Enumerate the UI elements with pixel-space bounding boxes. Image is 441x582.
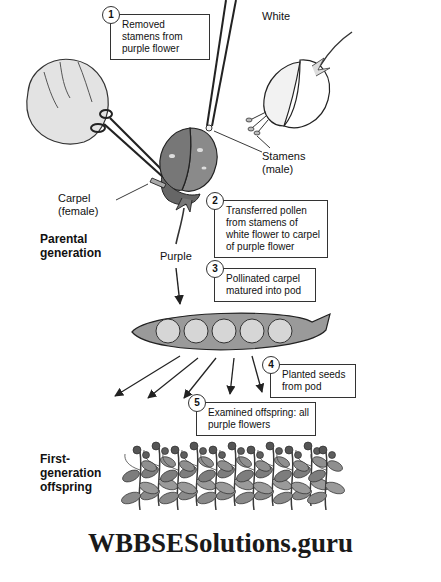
- purple-flower: [150, 128, 217, 244]
- part-label: Carpel (female): [58, 192, 114, 218]
- pea-pod: [212, 319, 236, 343]
- flow-arrow: [230, 358, 234, 394]
- pea-pod: [132, 313, 330, 350]
- part-label: Purple: [160, 250, 204, 263]
- step-box: 1Removed stamens from purple flower: [110, 14, 210, 60]
- white-flower: [320, 32, 352, 66]
- step-text: Examined offspring: all purple flowers: [208, 407, 310, 431]
- pea-plants: [306, 446, 346, 510]
- white-flower: [248, 127, 254, 131]
- flow-arrow: [252, 356, 262, 392]
- step-box: 3Pollinated carpel matured into pod: [214, 268, 316, 302]
- leader-line: [214, 131, 262, 152]
- pea-pod: [184, 319, 208, 343]
- generation-label: First-generation offspring: [40, 452, 112, 494]
- watermark: WBBSESolutions.guru: [0, 527, 441, 559]
- hand-with-scissors: [110, 118, 165, 173]
- purple-flower: [150, 178, 166, 188]
- white-flower: [254, 131, 260, 135]
- white-flower: [246, 32, 352, 135]
- flow-arrow: [184, 358, 216, 398]
- pea-plants: [234, 446, 274, 510]
- flow-arrow: [148, 358, 198, 398]
- step-text: Pollinated carpel matured into pod: [226, 273, 310, 297]
- pea-plants: [120, 446, 160, 510]
- step-text: Transferred pollen from stamens of white…: [226, 205, 322, 253]
- pea-pod: [156, 319, 180, 343]
- callout-number: 5: [188, 394, 206, 412]
- callout-number: 2: [206, 192, 224, 210]
- purple-flower: [202, 166, 207, 169]
- purple-flower: [197, 148, 203, 152]
- step-box: 2Transferred pollen from stamens of whit…: [214, 200, 328, 258]
- pea-pod: [240, 319, 264, 343]
- callout-number: 1: [102, 6, 120, 24]
- step-text: Planted seeds from pod: [282, 369, 350, 393]
- pea-pod: [268, 319, 292, 343]
- hand-with-scissors: [27, 59, 108, 144]
- flow-arrow: [115, 356, 262, 398]
- pea-plants: [120, 442, 346, 510]
- generation-label: Parental generation: [40, 232, 122, 260]
- hand-with-scissors: [27, 59, 165, 177]
- pea-plants: [158, 446, 198, 510]
- leader-line: [116, 184, 148, 200]
- callout-number: 3: [206, 260, 224, 278]
- forceps: [212, 0, 236, 126]
- part-label: Stamens (male): [262, 150, 318, 176]
- purple-flower: [176, 208, 184, 244]
- hand-with-scissors: [44, 62, 92, 108]
- white-flower: [312, 58, 330, 76]
- pea-pod: [132, 313, 330, 350]
- step-box: 5Examined offspring: all purple flowers: [196, 402, 316, 436]
- hand-with-scissors: [91, 124, 105, 132]
- flow-arrow: [176, 268, 180, 304]
- forceps: [206, 0, 236, 131]
- part-label: White: [262, 10, 312, 23]
- flow-arrow: [176, 268, 180, 304]
- leader-line: [257, 136, 270, 148]
- flow-arrow: [115, 356, 180, 396]
- hand-with-scissors: [100, 110, 112, 118]
- step-box: 4Planted seeds from pod: [270, 364, 356, 398]
- hand-with-scissors: [104, 124, 163, 177]
- white-flower: [264, 62, 300, 126]
- pea-plants: [272, 446, 312, 510]
- step-text: Removed stamens from purple flower: [122, 19, 204, 55]
- white-flower: [246, 118, 252, 122]
- purple-flower: [169, 154, 175, 158]
- callout-number: 4: [262, 356, 280, 374]
- pea-plants: [196, 446, 236, 510]
- forceps: [206, 125, 212, 131]
